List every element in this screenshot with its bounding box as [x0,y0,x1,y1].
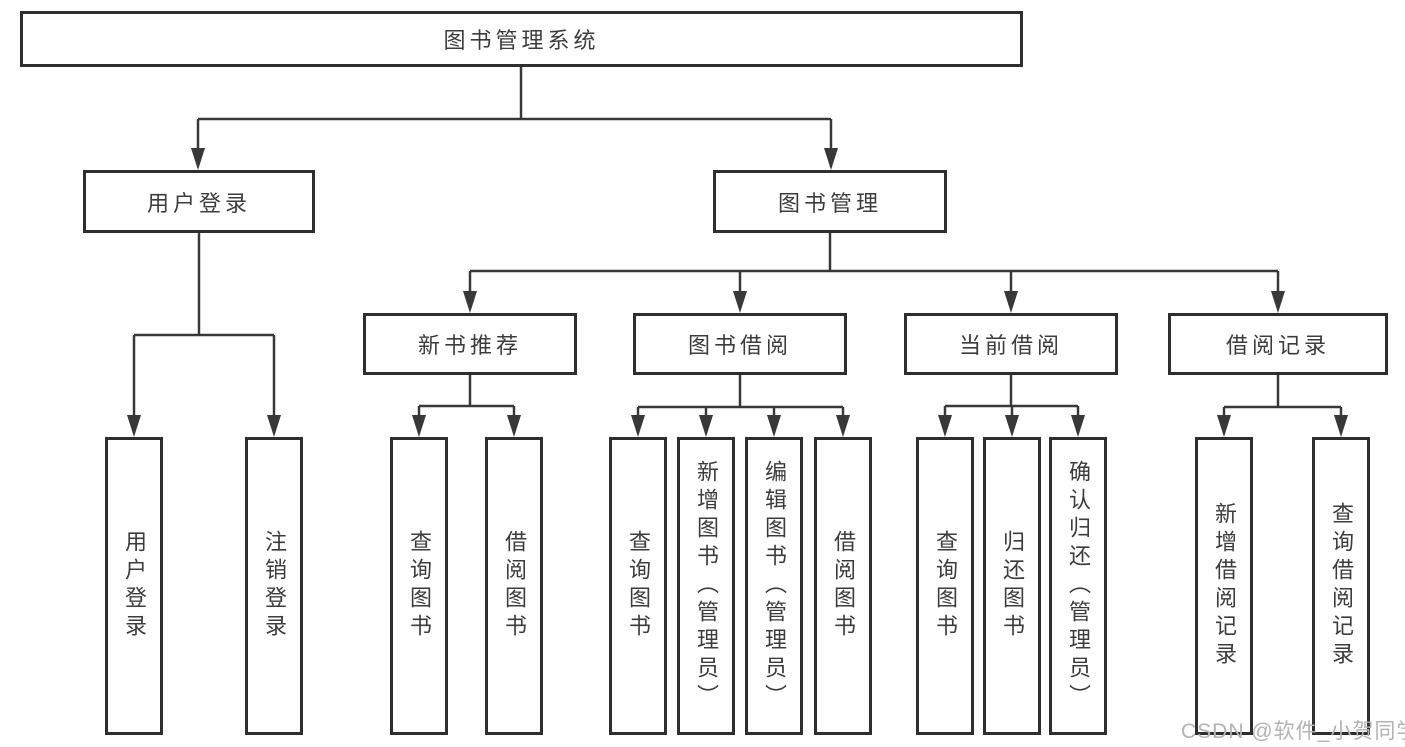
leaf-label: 编辑图书（管理员） [762,460,787,712]
node-label: 用户登录 [146,190,251,216]
csdn-watermark: CSDN @软件_小贺同学 [1181,720,1405,743]
node-label: 借阅记录 [1225,333,1330,358]
leaf-label: 新增图书（管理员） [694,460,719,712]
leaf-label: 新增借阅记录 [1212,502,1237,670]
connector-root-to-level2 [191,67,838,170]
connector-user-login-to-leaves [127,233,281,437]
leaf-confirm-return-admin: 确认归还（管理员） [1049,437,1107,735]
node-library-system: 图书管理系统 [20,11,1023,67]
node-user-login: 用户登录 [83,170,315,233]
node-label: 图书管理系统 [443,28,600,53]
connector-borrow-record-to-leaves [1217,375,1348,437]
leaf-user-login: 用户登录 [105,437,163,735]
leaf-label: 查询借阅记录 [1329,502,1354,670]
leaf-label: 借阅图书 [502,530,527,642]
leaf-label: 借阅图书 [831,530,856,642]
leaf-query-book-borrow: 查询图书 [609,437,667,735]
leaf-query-book-current: 查询图书 [916,437,974,735]
leaf-label: 注销登录 [262,530,287,642]
leaf-label: 查询图书 [626,530,651,642]
leaf-label: 查询图书 [933,530,958,642]
node-label: 当前借阅 [958,333,1063,358]
node-borrow-record: 借阅记录 [1168,313,1388,375]
connector-book-borrow-to-leaves [631,375,850,437]
leaf-label: 用户登录 [122,530,147,642]
node-label: 图书借阅 [687,333,792,358]
node-label: 新书推荐 [417,333,522,358]
connector-book-mgmt-to-level3 [463,233,1285,313]
leaf-query-borrow-record: 查询借阅记录 [1312,437,1370,735]
leaf-add-book-admin: 新增图书（管理员） [677,437,735,735]
leaf-borrow-book: 借阅图书 [814,437,872,735]
leaf-logout: 注销登录 [245,437,303,735]
connector-current-borrow-to-leaves [938,375,1085,437]
leaf-return-book: 归还图书 [983,437,1041,735]
leaf-label: 归还图书 [1000,530,1025,642]
node-current-borrow: 当前借阅 [904,313,1118,375]
leaf-borrow-book-recommend: 借阅图书 [485,437,543,735]
node-new-book-recommend: 新书推荐 [363,313,577,375]
node-book-borrow: 图书借阅 [633,313,847,375]
leaf-label: 确认归还（管理员） [1066,460,1091,712]
leaf-query-book-recommend: 查询图书 [390,437,448,735]
leaf-label: 查询图书 [407,530,432,642]
connector-new-book-to-leaves [412,375,521,437]
leaf-add-borrow-record: 新增借阅记录 [1195,437,1253,735]
node-book-management: 图书管理 [713,170,947,233]
leaf-edit-book-admin: 编辑图书（管理员） [745,437,803,735]
node-label: 图书管理 [777,190,882,216]
